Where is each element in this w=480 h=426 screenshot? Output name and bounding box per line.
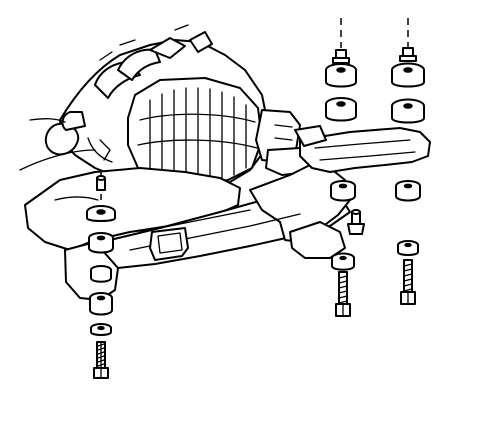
left-upper-insulator (86, 205, 116, 222)
left-lower-bushing (89, 292, 113, 316)
left-top-stud (96, 175, 106, 191)
front-right-washer (331, 252, 355, 271)
front-right-top-insulator (325, 63, 357, 88)
front-right-stud (347, 209, 365, 235)
front-right-lower-insulator (330, 180, 356, 202)
rear-right-bolt (400, 259, 416, 305)
left-mount-stack (86, 170, 116, 379)
rear-right-nut (399, 47, 417, 62)
rear-right-upper-insulator (391, 98, 425, 124)
frame-bracket-block (149, 227, 189, 261)
left-lower-insulator (88, 232, 114, 254)
engine-cradle (24, 164, 351, 301)
transaxle-fins (137, 87, 258, 182)
rear-right-washer (397, 240, 419, 256)
intake-runners (94, 24, 213, 99)
frame-right-leg (289, 221, 346, 259)
rear-right-top-insulator (391, 62, 425, 88)
rear-right-lower-insulator (395, 180, 421, 202)
engine-hoses (19, 111, 113, 171)
rear-right-mount-stack (391, 18, 425, 305)
engine-assembly (19, 24, 316, 191)
front-right-nut (332, 49, 350, 64)
left-spacer (90, 265, 112, 283)
front-right-bolt (335, 271, 351, 317)
left-bolt (93, 341, 109, 379)
left-washer (90, 323, 112, 336)
front-right-mount-stack (325, 18, 365, 317)
control-arm-body (299, 127, 431, 173)
control-arm (294, 125, 431, 173)
front-right-upper-insulator (325, 97, 357, 122)
